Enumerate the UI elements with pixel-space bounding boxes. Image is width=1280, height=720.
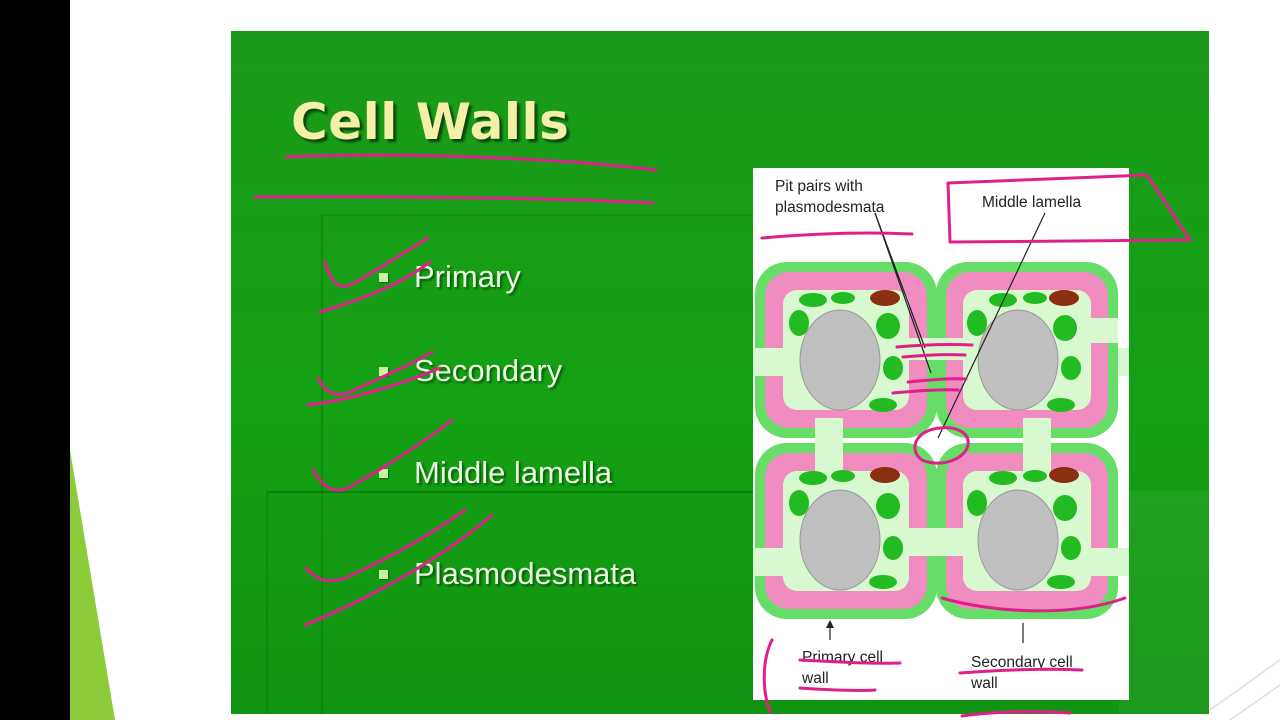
plant-cell — [753, 438, 937, 619]
label-line: wall — [802, 670, 829, 687]
bullet-list: Primary Secondary Middle lamella Plasmod… — [379, 31, 779, 714]
label-secondary-cell-wall: Secondary cell wall — [971, 652, 1073, 694]
bullet-label: Plasmodesmata — [414, 556, 637, 591]
slide-title: Cell Walls — [291, 93, 570, 151]
label-line: Primary cell — [802, 649, 883, 666]
slide-panel-decoration-lower — [266, 491, 768, 714]
plant-cell — [936, 262, 1118, 443]
bullet-label: Secondary — [414, 353, 563, 388]
label-line: Secondary cell — [971, 654, 1073, 671]
corner-decoration — [1209, 659, 1280, 720]
bullet-item-plasmodesmata: Plasmodesmata — [379, 554, 636, 594]
square-bullet-icon — [379, 272, 388, 282]
plant-cell — [936, 438, 1118, 619]
square-bullet-icon — [379, 468, 388, 478]
cell-wall-diagram: Pit pairs with plasmodesmata Middle lame… — [753, 168, 1129, 700]
left-accent-shape — [70, 450, 115, 720]
bullet-item-primary: Primary — [379, 257, 521, 297]
label-pit-pairs: Pit pairs with plasmodesmata — [775, 176, 884, 218]
bullet-label: Primary — [414, 259, 521, 294]
bullet-item-secondary: Secondary — [379, 351, 562, 391]
square-bullet-icon — [379, 569, 388, 579]
label-line: Pit pairs with — [775, 178, 863, 195]
label-middle-lamella: Middle lamella — [982, 194, 1082, 211]
bullet-label: Middle lamella — [414, 455, 613, 490]
label-primary-cell-wall: Primary cell wall — [802, 647, 883, 689]
slide-panel-decoration-right — [1119, 491, 1209, 714]
label-line: plasmodesmata — [775, 199, 885, 216]
label-line: wall — [971, 675, 998, 692]
plant-cell — [753, 262, 937, 443]
square-bullet-icon — [379, 366, 388, 376]
left-black-bar — [0, 0, 70, 720]
plant-cells-illustration — [753, 212, 1129, 643]
bullet-item-middle-lamella: Middle lamella — [379, 453, 612, 493]
